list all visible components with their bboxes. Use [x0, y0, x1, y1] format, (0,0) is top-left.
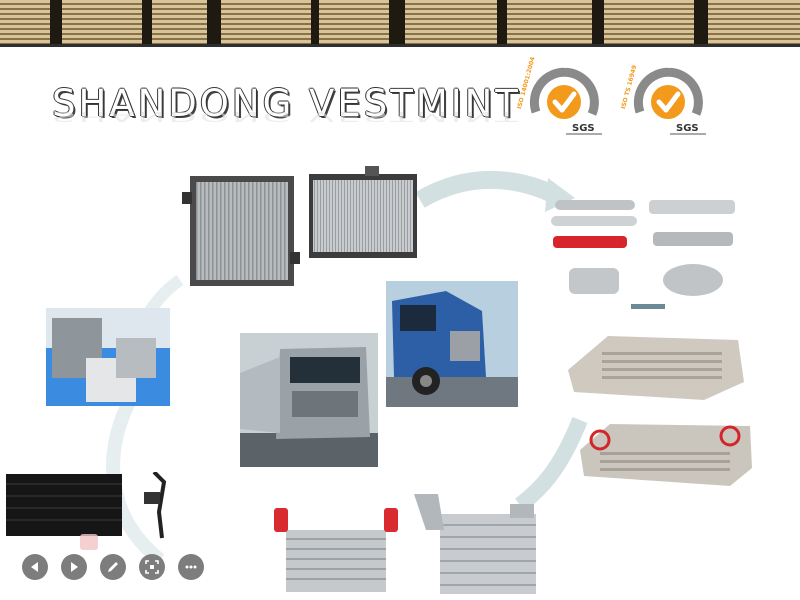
next-button[interactable]	[61, 554, 87, 580]
viewer-toolbar	[22, 554, 204, 580]
previous-button[interactable]	[22, 554, 48, 580]
more-icon	[185, 565, 197, 569]
silver-truck-photo	[240, 333, 378, 467]
banner-divider	[0, 44, 800, 47]
radiator-photo-small	[305, 166, 421, 264]
intercooler-photo-right	[410, 490, 542, 596]
oil-cooler-photo-bottom	[580, 420, 756, 490]
iso-14001-cert-badge: SYSTEM CERTIFICATION ISO 14001:2004 SGS	[516, 56, 609, 142]
fit-screen-icon	[145, 560, 159, 574]
company-title-reflection: SHANDONG VESTMINT	[52, 108, 521, 124]
company-title: SHANDONG VESTMINT	[52, 82, 521, 125]
red-mark	[80, 534, 98, 550]
core-stack-photo	[46, 308, 170, 406]
oil-cooler-photo-top	[568, 330, 748, 406]
radiator-photo-large	[180, 172, 302, 290]
next-icon	[71, 562, 78, 572]
egr-cooler-photo	[545, 192, 745, 312]
more-button[interactable]	[178, 554, 204, 580]
fit-screen-button[interactable]	[139, 554, 165, 580]
blue-truck-photo	[386, 281, 518, 407]
condenser-photo	[4, 472, 182, 542]
cert-top-text: SYSTEM CERTIFICATION	[536, 64, 610, 70]
cert-sgs-mark: SGS	[676, 123, 699, 134]
iso-ts-16949-cert-badge: SYSTEM CERTIFICATION ISO TS 16949 SGS	[620, 62, 713, 142]
previous-icon	[31, 562, 38, 572]
intercooler-photo-left	[268, 502, 406, 596]
pen-button[interactable]	[100, 554, 126, 580]
pen-icon	[108, 562, 118, 572]
top-banner	[0, 0, 800, 44]
cert-sgs-mark: SGS	[572, 123, 595, 134]
cert-top-text: SYSTEM CERTIFICATION	[640, 64, 714, 70]
